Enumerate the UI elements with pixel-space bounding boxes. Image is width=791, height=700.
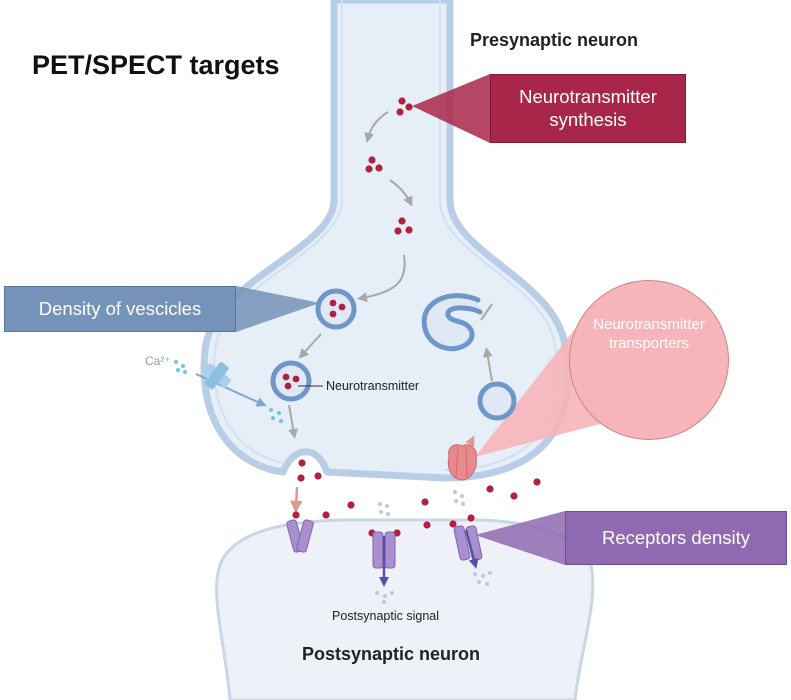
calcium-ions-inside — [269, 408, 283, 423]
synthesis-pointer — [412, 74, 490, 143]
receptor-left — [286, 519, 314, 553]
neurotransmitter-cluster-3 — [394, 217, 413, 235]
vesicle-endocytosis — [421, 293, 483, 352]
vesicle-filling — [315, 288, 357, 330]
release-arrow — [290, 486, 303, 514]
receptors-target-box: Receptors density — [565, 511, 787, 565]
vesicles-pointer — [236, 286, 320, 332]
receptors-pointer — [475, 511, 565, 565]
postsynaptic-neuron — [215, 518, 595, 700]
postsynaptic-signal-label: Postsynaptic signal — [332, 609, 440, 623]
pathway-arrow-3 — [357, 254, 406, 303]
receptor-right — [453, 525, 483, 569]
synthesis-target-label: Neurotransmitter synthesis — [519, 86, 657, 130]
calcium-label: Ca²⁺ — [145, 354, 171, 368]
vesicle-recycled — [477, 381, 517, 421]
presynaptic-label: Presynaptic neuron — [470, 30, 639, 50]
neurotransmitter-label: Neurotransmitter — [326, 379, 420, 393]
transporters-target-label: Neurotransmitter transporters — [593, 316, 705, 352]
synthesis-target-box: Neurotransmitter synthesis — [490, 74, 686, 143]
transporters-target-circle: Neurotransmitter transporters — [569, 280, 729, 440]
neurotransmitter-cluster-2 — [365, 156, 383, 173]
calcium-ions-outside — [174, 360, 187, 374]
calcium-channel — [203, 362, 231, 390]
vesicle-filled — [270, 360, 312, 402]
pathway-arrow-4 — [298, 333, 322, 359]
recycling-arrow-2 — [480, 303, 493, 321]
pathway-arrow-1 — [364, 111, 389, 143]
vesicles-target-box: Density of vescicles — [4, 286, 236, 332]
receptor-middle — [372, 531, 396, 587]
pathway-arrow-2 — [389, 179, 413, 207]
metabolite-dots — [375, 490, 492, 604]
receptors-target-label: Receptors density — [601, 526, 751, 548]
postsynaptic-label: Postsynaptic neuron — [302, 644, 481, 664]
pathway-arrow-5 — [288, 404, 299, 439]
diagram-title: PET/SPECT targets — [32, 50, 280, 80]
presynaptic-neuron-inner-edge — [213, 0, 559, 471]
recycling-arrow-1 — [482, 347, 493, 382]
neurotransmitter-cluster-synthesis — [396, 97, 413, 116]
calcium-arrow — [195, 373, 267, 407]
neurotransmitter-transporter — [447, 444, 477, 481]
vesicles-target-label: Density of vescicles — [38, 297, 202, 319]
